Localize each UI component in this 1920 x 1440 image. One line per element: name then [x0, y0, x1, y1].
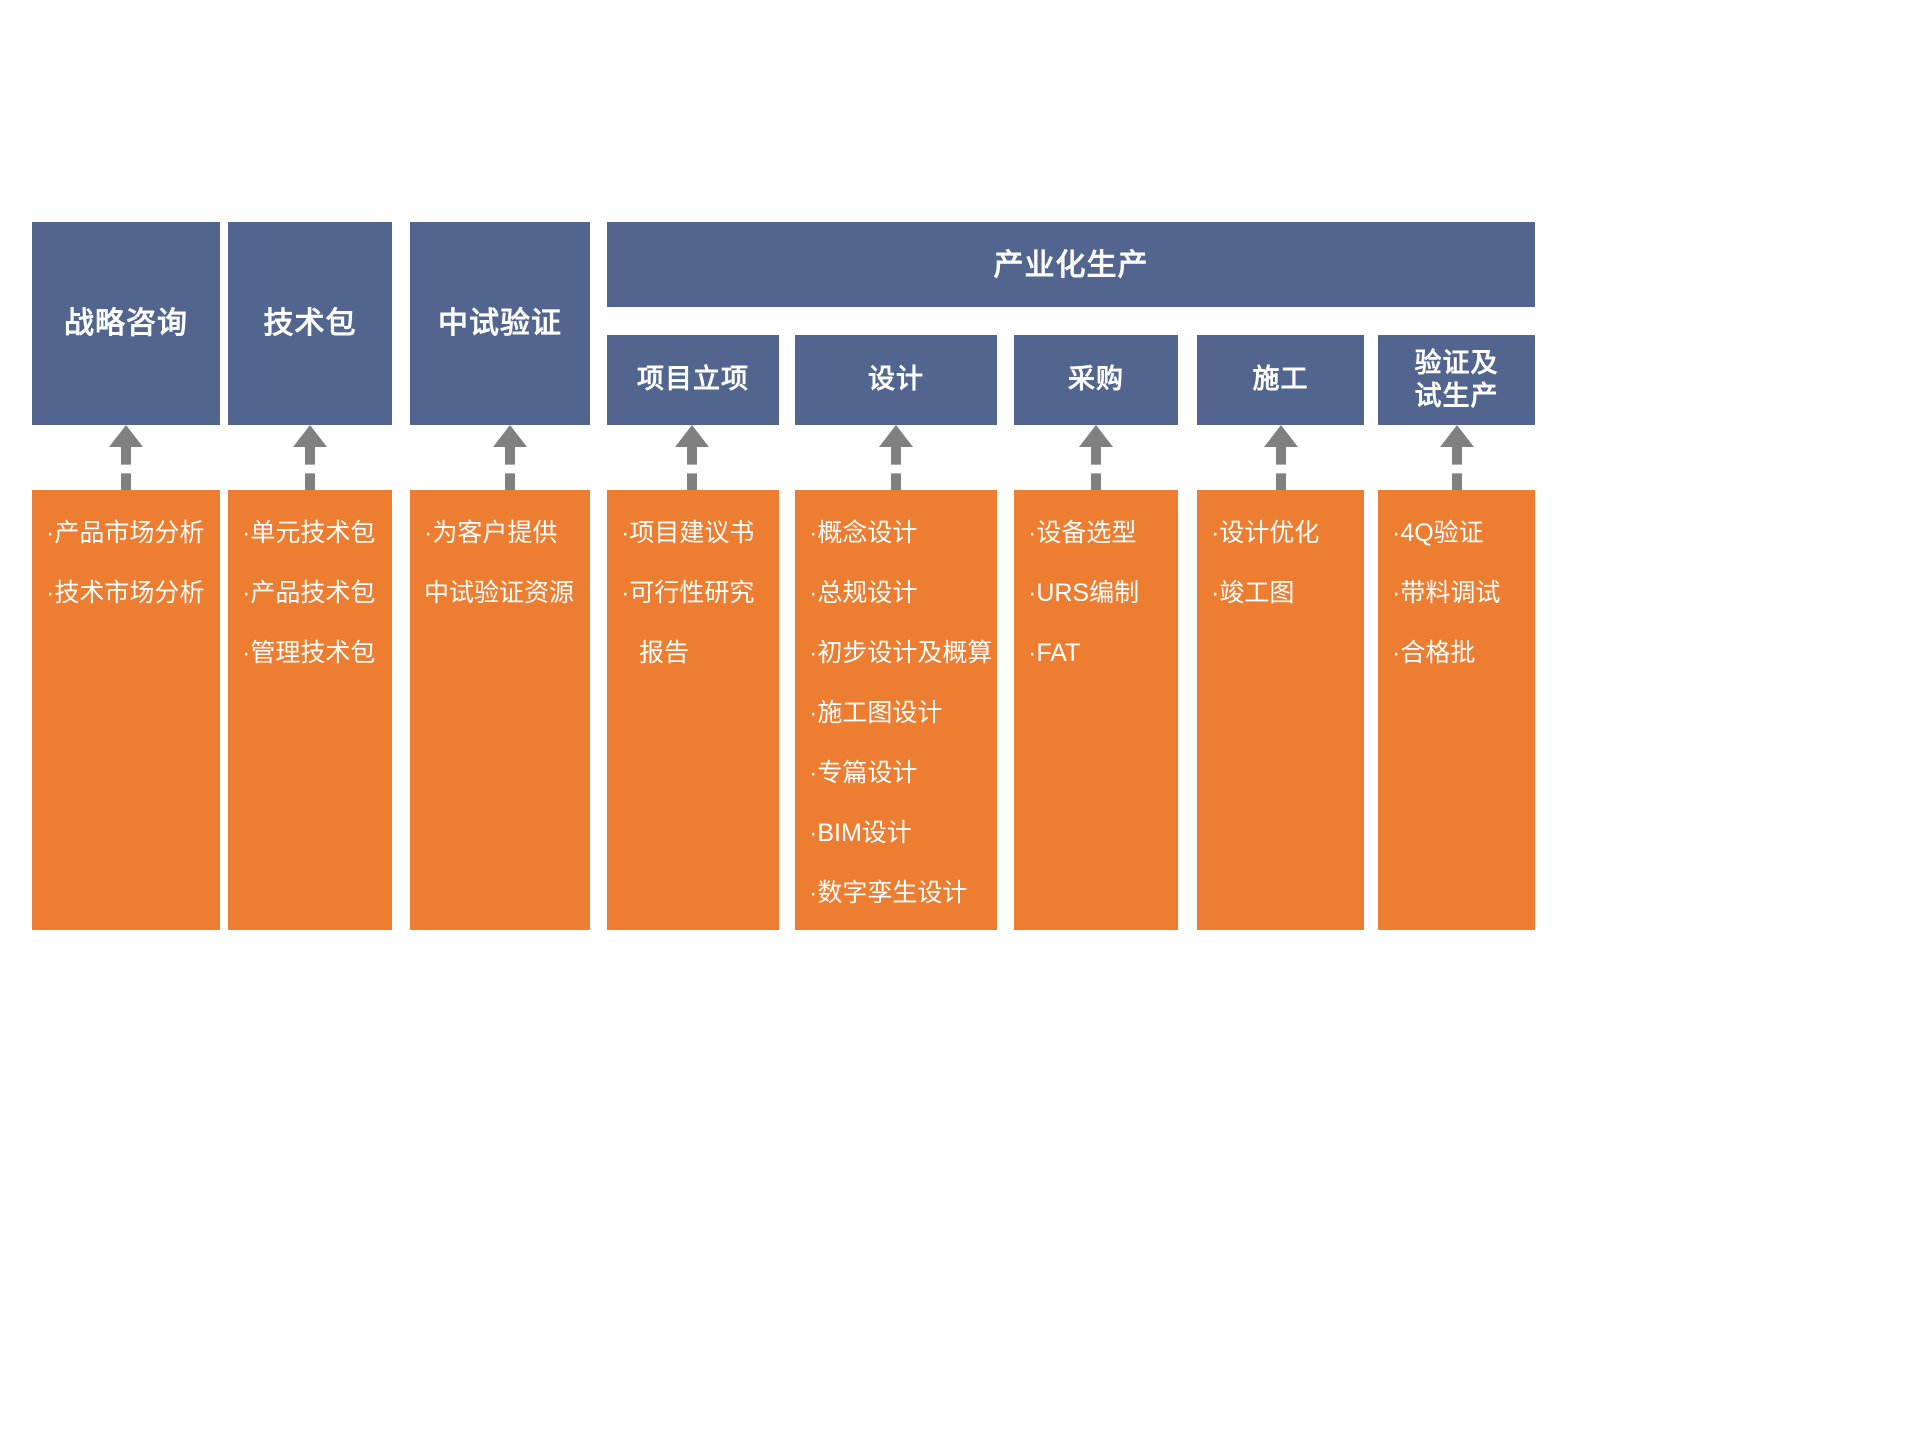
substage-header-label-line2: 试生产: [1414, 381, 1499, 411]
list-item: ·专篇设计: [809, 759, 918, 787]
upward-dashed-arrow-2: [293, 425, 327, 491]
upward-dashed-arrow-5: [879, 425, 913, 491]
upward-dashed-arrow-4: [675, 425, 709, 491]
list-item: 报告: [639, 639, 690, 667]
list-item: ·竣工图: [1211, 579, 1295, 607]
stage-header-pilot-verification[interactable]: 中试验证: [410, 222, 590, 425]
stage-header-technology-package[interactable]: 技术包: [228, 222, 392, 425]
list-item: ·带料调试: [1392, 579, 1501, 607]
content-panel-pilot-verification[interactable]: ·为客户提供 中试验证资源: [410, 490, 590, 930]
substage-header-label-line1: 验证及: [1414, 348, 1499, 379]
content-panel-technology-package[interactable]: ·单元技术包 ·产品技术包 ·管理技术包: [228, 490, 392, 930]
substage-header-label-stack: 验证及 试生产: [1415, 347, 1499, 413]
upward-dashed-arrow-8: [1440, 425, 1474, 491]
substage-header-label: 设计: [868, 364, 924, 395]
list-item: 中试验证资源: [424, 579, 575, 607]
list-item: ·可行性研究: [621, 579, 755, 607]
list-item: ·管理技术包: [242, 639, 376, 667]
list-item: ·项目建议书: [621, 519, 755, 547]
stage-header-label: 中试验证: [438, 306, 562, 340]
content-panel-procurement[interactable]: ·设备选型 ·URS编制 ·FAT: [1014, 490, 1178, 930]
upward-dashed-arrow-6: [1079, 425, 1113, 491]
list-item: ·概念设计: [809, 519, 918, 547]
substage-header-procurement[interactable]: 采购: [1014, 335, 1178, 425]
list-item: ·施工图设计: [809, 699, 943, 727]
upward-dashed-arrow-3: [493, 425, 527, 491]
arrow-shaft: [1452, 447, 1462, 491]
arrow-head-icon: [1440, 425, 1474, 447]
substage-header-project-initiation[interactable]: 项目立项: [607, 335, 779, 425]
list-item: ·技术市场分析: [46, 579, 205, 607]
arrow-shaft: [891, 447, 901, 491]
substage-header-label: 项目立项: [637, 364, 749, 395]
arrow-head-icon: [879, 425, 913, 447]
content-panel-design[interactable]: ·概念设计 ·总规设计 ·初步设计及概算 ·施工图设计 ·专篇设计 ·BIM设计…: [795, 490, 997, 930]
arrow-head-icon: [493, 425, 527, 447]
content-panel-strategy-consulting[interactable]: ·产品市场分析 ·技术市场分析: [32, 490, 220, 930]
arrow-shaft: [1091, 447, 1101, 491]
substage-header-label: 施工: [1252, 364, 1309, 395]
arrow-shaft: [505, 447, 515, 491]
list-item: ·为客户提供: [424, 519, 558, 547]
list-item: ·单元技术包: [242, 519, 376, 547]
stage-header-strategy-consulting[interactable]: 战略咨询: [32, 222, 220, 425]
list-item: ·FAT: [1028, 639, 1081, 667]
arrow-head-icon: [675, 425, 709, 447]
substage-header-construction[interactable]: 施工: [1197, 335, 1364, 425]
content-panel-construction[interactable]: ·设计优化 ·竣工图: [1197, 490, 1364, 930]
list-item: ·设计优化: [1211, 519, 1320, 547]
upward-dashed-arrow-1: [109, 425, 143, 491]
substage-header-design[interactable]: 设计: [795, 335, 997, 425]
arrow-head-icon: [293, 425, 327, 447]
list-item: ·初步设计及概算: [809, 639, 993, 667]
substage-header-label: 采购: [1068, 364, 1124, 395]
stage-header-label: 技术包: [263, 306, 357, 340]
arrow-shaft: [687, 447, 697, 491]
content-panel-validation-trial-production[interactable]: ·4Q验证 ·带料调试 ·合格批: [1378, 490, 1535, 930]
list-item: ·设备选型: [1028, 519, 1137, 547]
arrow-head-icon: [109, 425, 143, 447]
banner-industrial-production[interactable]: 产业化生产: [607, 222, 1535, 307]
arrow-shaft: [121, 447, 131, 491]
arrow-shaft: [1276, 447, 1286, 491]
upward-dashed-arrow-7: [1264, 425, 1298, 491]
list-item: ·URS编制: [1028, 579, 1140, 607]
banner-label: 产业化生产: [993, 249, 1149, 282]
list-item: ·产品市场分析: [46, 519, 205, 547]
stage-header-label: 战略咨询: [64, 306, 188, 340]
content-panel-project-initiation[interactable]: ·项目建议书 ·可行性研究 报告: [607, 490, 779, 930]
substage-header-validation-trial-production[interactable]: 验证及 试生产: [1378, 335, 1535, 425]
list-item: ·数字孪生设计: [809, 879, 968, 907]
arrow-head-icon: [1264, 425, 1298, 447]
list-item: ·产品技术包: [242, 579, 376, 607]
list-item: ·合格批: [1392, 639, 1476, 667]
list-item: ·总规设计: [809, 579, 918, 607]
list-item: ·BIM设计: [809, 819, 912, 847]
arrow-head-icon: [1079, 425, 1113, 447]
list-item: ·4Q验证: [1392, 519, 1484, 547]
arrow-shaft: [305, 447, 315, 491]
